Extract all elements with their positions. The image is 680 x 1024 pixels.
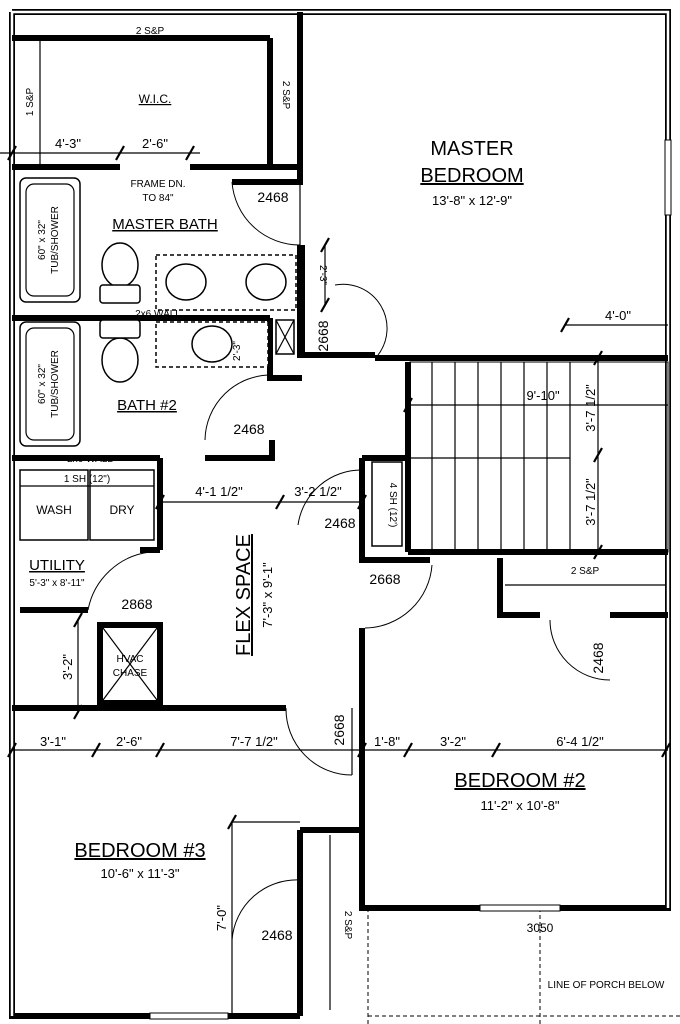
sp-bedroom2: 2 S&P bbox=[571, 566, 600, 577]
door-bath2: 2468 bbox=[233, 421, 264, 437]
fixtures bbox=[19, 177, 665, 701]
room-label-bedroom3: BEDROOM #3 bbox=[74, 840, 205, 862]
washer-label: WASH bbox=[36, 503, 72, 517]
dim-stair-run-a: 3'-7 1/2" bbox=[583, 384, 598, 432]
walls bbox=[9, 9, 680, 1024]
dimension-labels: 4'-3" 2'-6" 2'-3" 2'-3" 4'-0" 9'-10" 3'-… bbox=[40, 136, 631, 931]
windows bbox=[149, 139, 672, 1020]
frame-down-1: FRAME DN. bbox=[131, 179, 186, 190]
dim-hvac-h: 3'-2" bbox=[60, 654, 75, 680]
tub1-size: 60" x 32" bbox=[37, 220, 48, 260]
shelf-hall: 4 SH (12') bbox=[387, 483, 398, 528]
dim-row-c: 7'-7 1/2" bbox=[230, 734, 278, 749]
dim-row-e: 3'-2" bbox=[440, 734, 466, 749]
room-label-bedroom2: BEDROOM #2 bbox=[454, 770, 585, 792]
tub2-size: 60" x 32" bbox=[37, 364, 48, 404]
dim-row-a: 3'-1" bbox=[40, 734, 66, 749]
dim-row-f: 6'-4 1/2" bbox=[556, 734, 604, 749]
dim-stair-landing: 4'-0" bbox=[605, 308, 631, 323]
door-master: 2468 bbox=[257, 189, 288, 205]
room-label-master-bath: MASTER BATH bbox=[112, 216, 218, 233]
door-utility: 2868 bbox=[121, 596, 152, 612]
porch-line-label: LINE OF PORCH BELOW bbox=[548, 980, 665, 991]
door-bedroom3: 2668 bbox=[331, 714, 347, 745]
tub1-type: TUB/SHOWER bbox=[50, 206, 61, 274]
room-label-flex: FLEX SPACE bbox=[233, 534, 255, 656]
dim-flex-a: 4'-1 1/2" bbox=[195, 484, 243, 499]
sp-wic-left: 1 S&P bbox=[25, 88, 36, 117]
dim-flex-b: 3'-2 1/2" bbox=[294, 484, 342, 499]
dim-bed3-h: 7'-0" bbox=[214, 905, 229, 931]
door-linen: 2468 bbox=[324, 515, 355, 531]
dim-stair-width: 9'-10" bbox=[526, 388, 560, 403]
room-size-flex: 7'-3" x 9'-1" bbox=[260, 562, 275, 628]
hvac-label-1: HVAC bbox=[116, 654, 143, 665]
wall-2x6-upper: 2x6 WALL bbox=[135, 309, 181, 320]
dim-stair-run-b: 3'-7 1/2" bbox=[583, 478, 598, 526]
sp-wic-top: 2 S&P bbox=[136, 26, 165, 37]
room-label-wic: W.I.C. bbox=[139, 92, 172, 106]
room-label-master-2: BEDROOM bbox=[420, 165, 523, 187]
sp-wic-right: 2 S&P bbox=[280, 81, 291, 110]
door-labels: 2468 2668 2468 2468 2668 2868 2468 2668 … bbox=[121, 189, 606, 943]
sp-bedroom3: 2 S&P bbox=[342, 911, 353, 940]
dryer-label: DRY bbox=[109, 503, 134, 517]
room-label-utility: UTILITY bbox=[29, 557, 85, 574]
wall-2x6-lower: 2x6 WALL bbox=[67, 454, 113, 465]
room-label-bath2: BATH #2 bbox=[117, 397, 177, 414]
door-bedroom2: 2668 bbox=[369, 571, 400, 587]
room-size-bedroom2: 11'-2" x 10'-8" bbox=[481, 798, 560, 813]
room-label-master-1: MASTER bbox=[430, 138, 513, 160]
dim-wic-b: 2'-6" bbox=[142, 136, 168, 151]
dimension-lines bbox=[0, 145, 671, 1016]
dim-hall-a: 2'-3" bbox=[317, 265, 328, 285]
door-bath-hall: 2668 bbox=[315, 320, 331, 351]
dim-row-b: 2'-6" bbox=[116, 734, 142, 749]
dim-vanity-a: 2'-3" bbox=[232, 341, 243, 361]
dim-row-d: 1'-8" bbox=[374, 734, 400, 749]
door-bedroom2-closet: 2468 bbox=[590, 642, 606, 673]
room-size-master: 13'-8" x 12'-9" bbox=[432, 193, 512, 208]
room-labels: W.I.C. MASTER BEDROOM 13'-8" x 12'-9" MA… bbox=[29, 92, 586, 881]
room-size-utility: 5'-3" x 8'-11" bbox=[29, 578, 85, 589]
stairs bbox=[409, 361, 669, 553]
door-bedroom3-closet: 2468 bbox=[261, 927, 292, 943]
hvac-label-2: CHASE bbox=[113, 668, 148, 679]
dim-wic-a: 4'-3" bbox=[55, 136, 81, 151]
frame-down-2: TO 84" bbox=[142, 193, 174, 204]
room-size-bedroom3: 10'-6" x 11'-3" bbox=[101, 866, 180, 881]
shelf-utility: 1 SH (12") bbox=[64, 474, 110, 485]
tub2-type: TUB/SHOWER bbox=[50, 350, 61, 418]
window-3050: 3050 bbox=[527, 921, 554, 935]
fixture-labels: 2 S&P 1 S&P 2 S&P FRAME DN. TO 84" 60" x… bbox=[25, 26, 665, 991]
door-swings bbox=[87, 181, 611, 941]
